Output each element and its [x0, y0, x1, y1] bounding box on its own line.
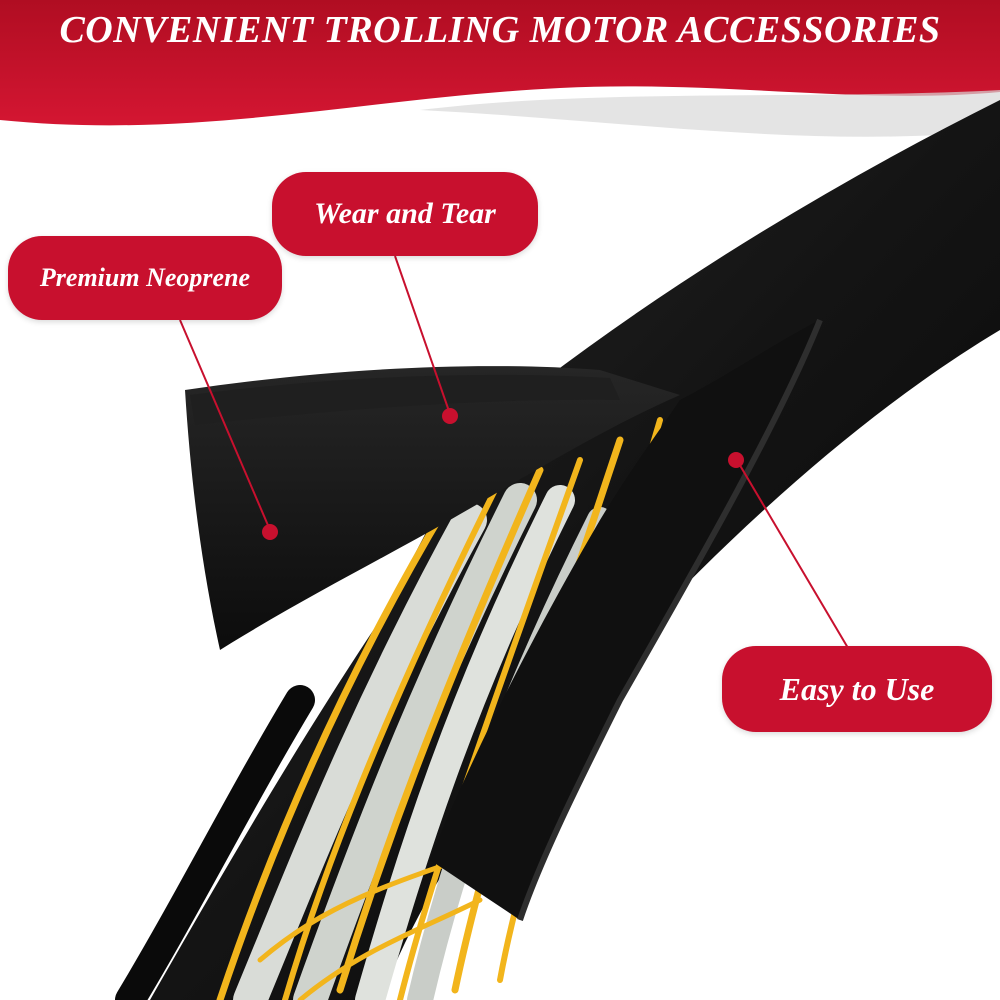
velcro-strip [430, 320, 820, 920]
callout-dots [262, 408, 744, 540]
header-banner [0, 0, 1000, 126]
header-banner-shadow [420, 90, 1000, 137]
callout-leaders [179, 255, 849, 649]
sleeve-flap [185, 366, 680, 650]
velcro-edge [517, 318, 823, 921]
callout-wear-and-tear: Wear and Tear [272, 172, 538, 256]
flap-hook-band [190, 374, 620, 425]
callout-easy-to-use: Easy to Use [722, 646, 992, 732]
page-title: CONVENIENT TROLLING MOTOR ACCESSORIES [59, 9, 941, 51]
callout-premium-neoprene: Premium Neoprene [8, 236, 282, 320]
black-cable [115, 685, 315, 1000]
